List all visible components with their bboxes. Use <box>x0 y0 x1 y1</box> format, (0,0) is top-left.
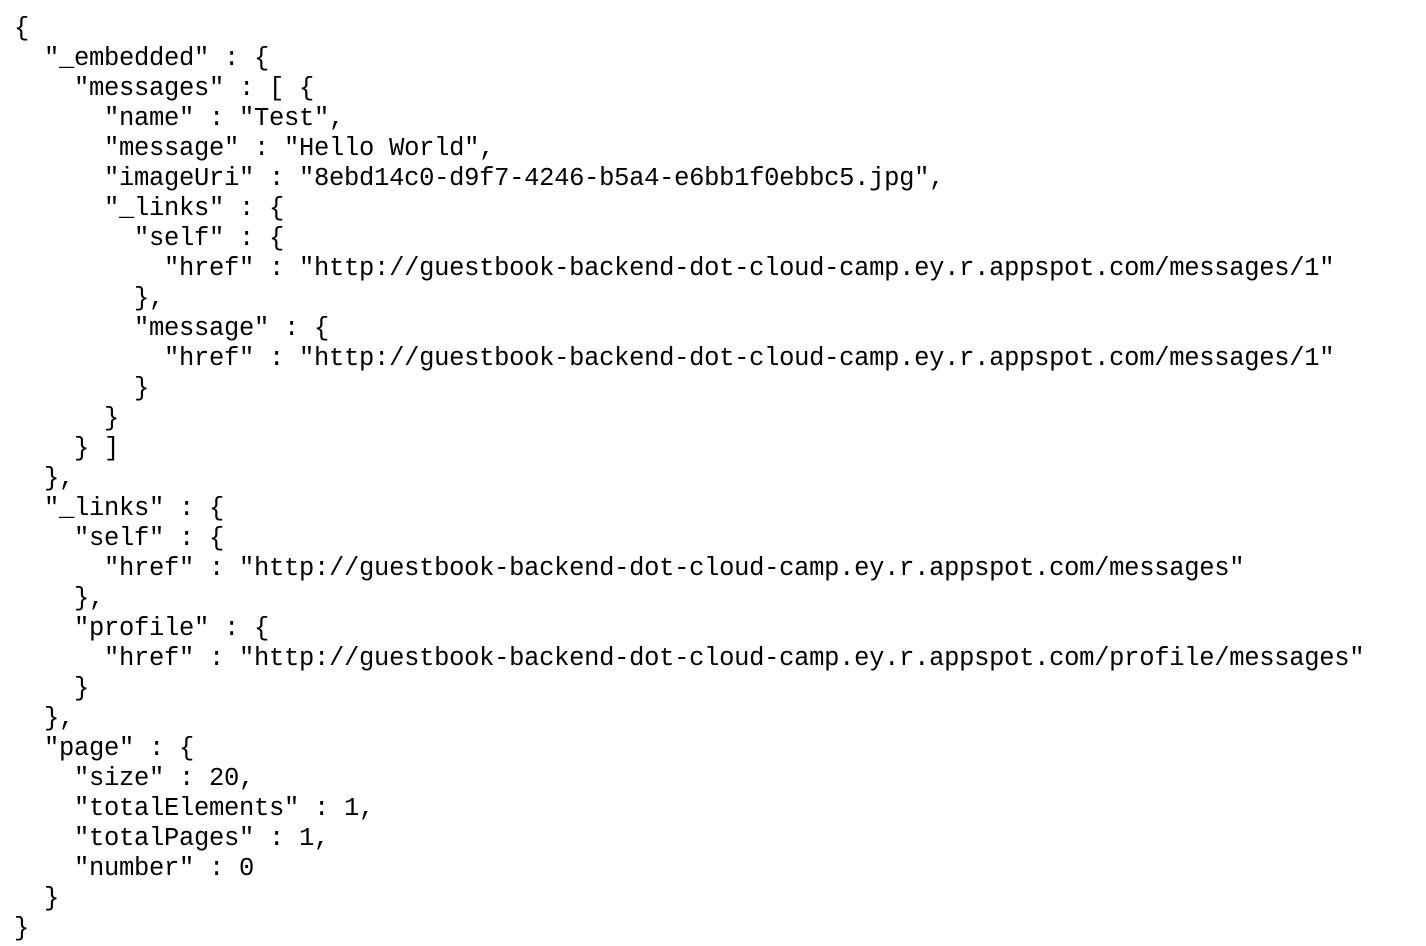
json-response-text[interactable]: { "_embedded" : { "messages" : [ { "name… <box>14 14 1365 943</box>
